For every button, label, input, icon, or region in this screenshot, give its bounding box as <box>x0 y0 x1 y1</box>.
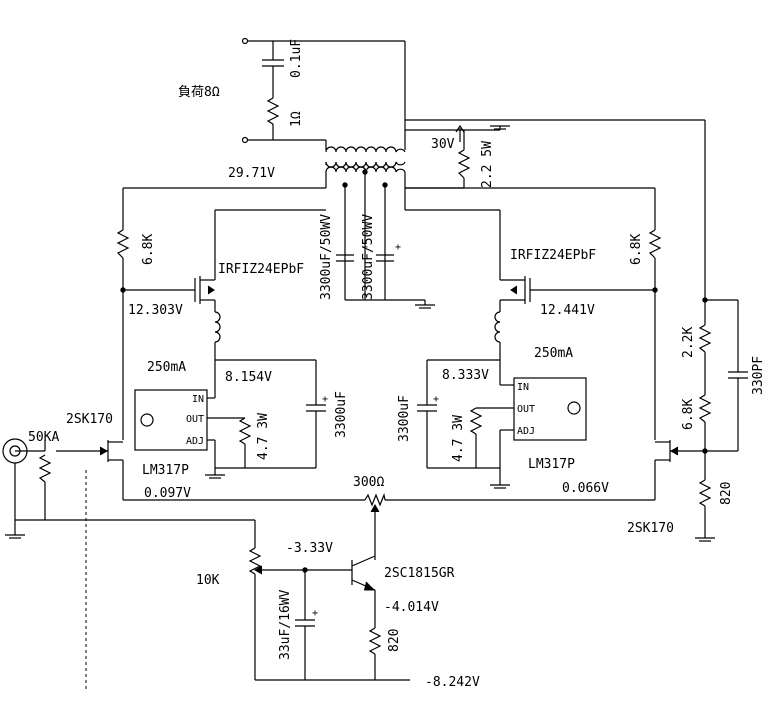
reg-voltage-left-label: 8.154V <box>225 370 272 385</box>
feedback-cap-label: 330PF <box>751 356 766 395</box>
source-voltage-left-label: 0.097V <box>144 486 191 501</box>
drain-resistor-left-label: 6.8K <box>141 234 156 265</box>
input-section <box>2 438 87 690</box>
current-left-label: 250mA <box>147 360 186 375</box>
bias-pot-label: 10K <box>196 573 220 588</box>
reg-left-pin-out: OUT <box>186 414 204 425</box>
svg-text:+: + <box>362 242 368 253</box>
reg-cap-right-label: 3300uF <box>397 395 412 442</box>
jfet-left-label: 2SK170 <box>66 412 113 427</box>
base-voltage-label: -3.33V <box>286 541 333 556</box>
feedback-r-b-label: 6.8K <box>681 399 696 430</box>
feedback-r-c-label: 820 <box>719 482 734 505</box>
svg-text:+: + <box>395 242 401 253</box>
reg-left-pin-adj: ADJ <box>186 436 204 447</box>
reg-right-pin-adj: ADJ <box>517 426 535 437</box>
reg-voltage-right-label: 8.333V <box>442 368 489 383</box>
negative-rail-label: -8.242V <box>425 675 480 690</box>
feedback-r-a-label: 2.2K <box>681 327 696 358</box>
emitter-voltage-label: -4.014V <box>384 600 439 615</box>
mosfet-left-label: IRFIZ24EPbF <box>218 262 304 277</box>
reg-right-pin-in: IN <box>517 382 529 393</box>
reg-resistor-left-label: 4.7 3W <box>256 413 271 460</box>
left-channel: + <box>56 229 365 501</box>
current-right-label: 250mA <box>534 346 573 361</box>
jfet-right-label: 2SK170 <box>627 521 674 536</box>
reg-resistor-right-label: 4.7 3W <box>451 415 466 462</box>
reg-cap-left-label: 3300uF <box>334 391 349 438</box>
right-channel: + <box>385 229 705 501</box>
gate-voltage-right-label: 12.441V <box>540 303 595 318</box>
snubber-c-label: 0.1uF <box>289 39 304 78</box>
reservoir-cap-b-label: 3300uF/50WV <box>361 214 376 300</box>
load-label: 負荷8Ω <box>178 85 220 100</box>
supply-voltage-label: 29.71V <box>228 166 275 181</box>
bleed-resistor-label: 2.2 5W <box>480 141 495 188</box>
load-section <box>241 37 705 189</box>
reservoir-cap-a-label: 3300uF/50WV <box>319 214 334 300</box>
reg-left-label: LM317P <box>142 463 189 478</box>
gate-voltage-left-label: 12.303V <box>128 303 183 318</box>
tail-current-source: + <box>15 492 410 681</box>
v30-label: 30V <box>431 137 455 152</box>
feedback-network <box>695 120 748 542</box>
reg-right-label: LM317P <box>528 457 575 472</box>
mosfet-right-label: IRFIZ24EPbF <box>510 248 596 263</box>
emitter-resistor-label: 820 <box>387 629 402 652</box>
bias-cap-label: 33uF/16WV <box>278 589 293 660</box>
transistor-label: 2SC1815GR <box>384 566 455 581</box>
balance-pot-label: 300Ω <box>353 475 384 490</box>
snubber-r-label: 1Ω <box>289 111 304 127</box>
svg-text:+: + <box>322 394 328 405</box>
input-pot-label: 50KA <box>28 430 59 445</box>
reg-left-pin-in: IN <box>192 394 204 405</box>
svg-text:+: + <box>312 608 318 619</box>
supply-rail: + + <box>122 172 656 309</box>
drain-resistor-right-label: 6.8K <box>629 234 644 265</box>
svg-text:+: + <box>433 394 439 405</box>
reg-right-pin-out: OUT <box>517 404 535 415</box>
source-voltage-right-label: 0.066V <box>562 481 609 496</box>
